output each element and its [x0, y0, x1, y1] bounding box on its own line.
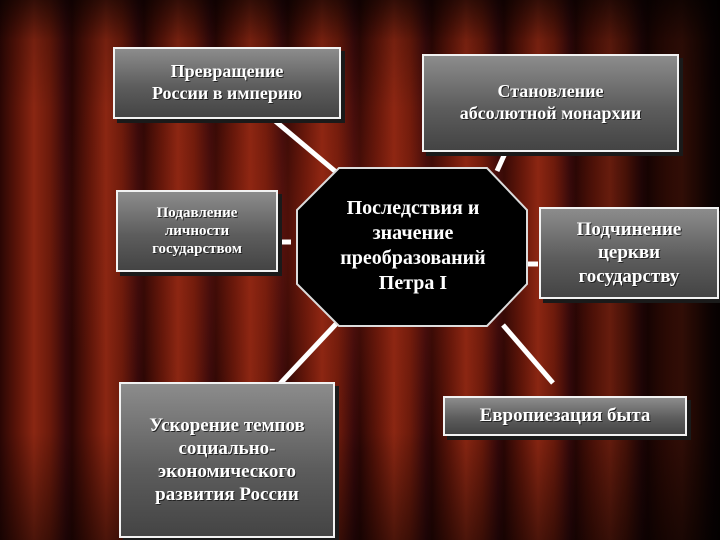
- node-suppression-label: Подавление личности государством: [152, 204, 242, 258]
- connector-acceleration: [274, 322, 338, 390]
- node-empire: Превращение России в империю: [113, 47, 341, 119]
- center-title: Последствия и значение преобразований Пе…: [295, 170, 531, 322]
- node-empire-label: Превращение России в империю: [151, 61, 303, 103]
- node-acceleration: Ускорение темпов социально- экономическо…: [119, 382, 335, 538]
- node-church: Подчинение церкви государству: [539, 207, 719, 299]
- connector-empire: [272, 118, 338, 174]
- node-church-label: Подчинение церкви государству: [576, 219, 682, 287]
- connector-europeanization: [501, 323, 555, 385]
- node-europeanization: Европиезация быта: [443, 396, 687, 436]
- node-acceleration-label: Ускорение темпов социально- экономическо…: [149, 414, 305, 506]
- curtain-shadow: [0, 0, 720, 40]
- node-monarchy-label: Становление абсолютной монархии: [459, 81, 642, 123]
- center-octagon: [296, 167, 528, 327]
- node-monarchy: Становление абсолютной монархии: [422, 54, 679, 152]
- node-europeanization-label: Европиезация быта: [479, 405, 651, 427]
- center-title-label: Последствия и значение преобразований Пе…: [340, 197, 486, 294]
- node-suppression: Подавление личности государством: [116, 190, 278, 272]
